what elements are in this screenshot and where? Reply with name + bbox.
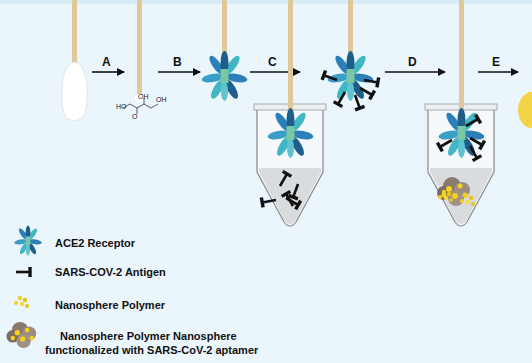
legend-text: Nanosphere Polymer [55,298,165,312]
chem-atom: OH [138,93,149,101]
legend-text: ACE2 Receptor [55,236,135,250]
chem-atom: O [132,113,137,121]
legend-text: SARS-COV-2 Antigen [55,265,166,279]
step-letter: D [408,56,417,70]
step-letter: B [173,56,182,70]
step-letter: E [492,56,500,70]
chem-atom: HO [116,103,127,111]
step-letter: C [268,56,277,70]
step-letter: A [102,56,111,70]
chem-atom: OH [156,96,167,104]
legend-text: Nanosphere Polymer Nanosphere functional… [45,329,277,358]
